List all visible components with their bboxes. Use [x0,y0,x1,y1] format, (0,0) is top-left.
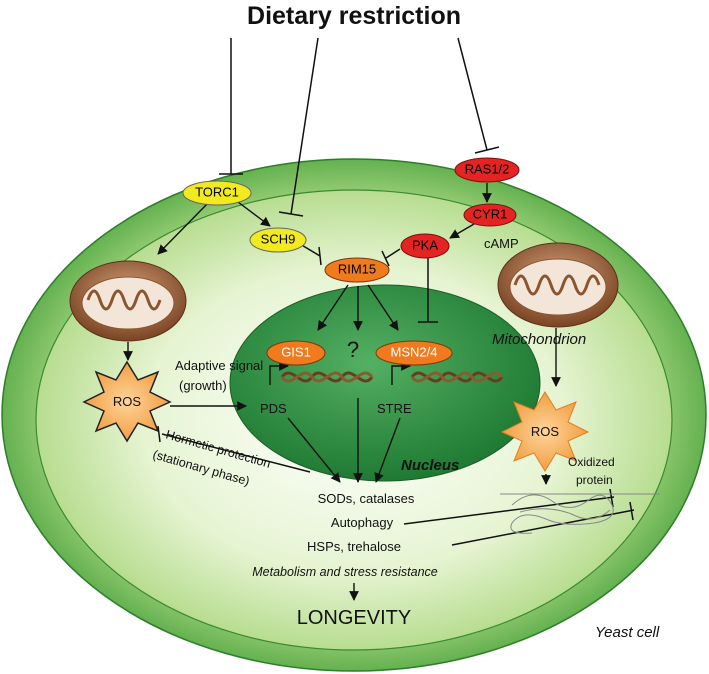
node-ras12 [454,157,520,183]
node-msn24 [375,340,453,366]
diagram-title: Dietary restriction [247,2,461,30]
nucleus-label: Nucleus [401,457,459,474]
oxidized-label: Oxidized [568,455,615,469]
node-cyr1-label: CYR1 [473,206,508,221]
pds-label: PDS [260,401,287,416]
ros-right-burst [500,391,590,472]
yeast-cell-label: Yeast cell [595,624,660,641]
node-sch9 [249,227,307,253]
adaptive-signal-label: Adaptive signal [175,358,263,373]
node-rim15 [324,257,390,283]
node-pka-label: PKA [412,237,438,252]
adaptive-signal-sub-label: (growth) [179,378,227,393]
sods-catalases-label: SODs, catalases [318,491,415,506]
inhibition-internal [157,240,635,546]
ros-left-burst [82,360,172,443]
mitochondrion-label: Mitochondrion [492,331,586,348]
stre-label: STRE [377,401,412,416]
pathway-arrows [123,183,561,601]
nucleus [229,284,541,482]
node-rim15-label: RIM15 [338,261,376,276]
longevity-label: LONGEVITY [297,607,411,629]
dna-helix-left [269,361,374,385]
hsps-trehalose-label: HSPs, trehalose [307,539,401,554]
question-mark: ? [347,337,359,362]
camp-label: cAMP [484,236,519,251]
dna-helix-right [391,361,504,385]
node-torc1-label: TORC1 [195,184,239,199]
mitochondrion-left [69,260,187,342]
metabolism-label: Metabolism and stress resistance [252,565,438,579]
ros-left-label: ROS [113,394,142,409]
mitochondrion-right [497,242,619,328]
autophagy-label: Autophagy [331,515,394,530]
node-gis1 [266,340,326,366]
node-pka [400,233,450,259]
node-msn24-label: MSN2/4 [391,344,438,359]
node-cyr1 [463,203,517,227]
node-torc1 [182,180,252,206]
oxidized-protein-aggregate [500,493,660,534]
ros-right-label: ROS [531,424,560,439]
node-sch9-label: SCH9 [261,231,296,246]
oxidized-protein-label: protein [576,473,613,487]
node-gis1-label: GIS1 [281,344,311,359]
inhibition-lines [219,37,500,217]
node-ras12-label: RAS1/2 [465,161,510,176]
